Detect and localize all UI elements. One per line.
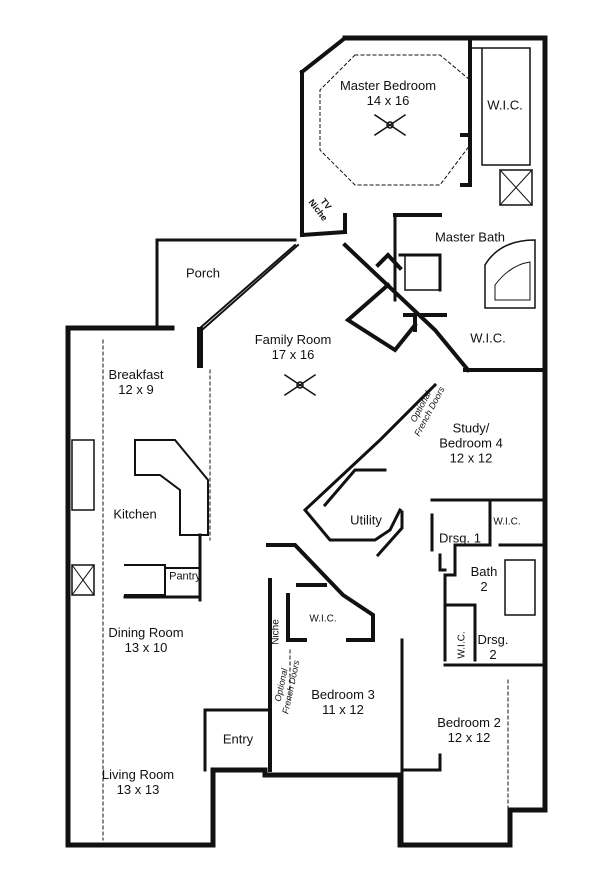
porch-walls — [155, 238, 300, 332]
wic-bed3-label: W.I.C. — [309, 613, 336, 626]
room-name: Entry — [222, 731, 254, 747]
room-name-line1: Study/ — [452, 420, 490, 436]
room-name: Porch — [186, 265, 220, 281]
study-label: Study/ Bedroom 4 12 x 12 — [439, 421, 503, 466]
master-bath-walls — [393, 47, 536, 309]
master-bedroom-walls — [299, 35, 472, 238]
wic-bath-label: W.I.C. — [470, 331, 505, 346]
ceiling-fan-family — [283, 373, 317, 397]
room-name: Breakfast — [108, 367, 164, 382]
ceiling-fan-master — [373, 113, 407, 137]
bedroom2-label: Bedroom 2 12 x 12 — [437, 715, 501, 745]
room-name: W.I.C. — [493, 516, 521, 528]
room-name: Drsg. — [477, 632, 509, 647]
breakfast-label: Breakfast 12 x 9 — [109, 367, 164, 397]
room-name: Bedroom 3 — [311, 687, 375, 702]
room-dims: 13 x 13 — [116, 782, 160, 797]
utility-walls — [302, 382, 438, 558]
room-dims: 2 — [489, 647, 497, 662]
room-name: W.I.C. — [487, 97, 523, 113]
room-name: Family Room — [254, 332, 332, 347]
kitchen-label: Kitchen — [113, 507, 156, 522]
room-name: W.I.C. — [470, 330, 506, 346]
bedroom2-walls — [400, 638, 442, 847]
room-name: Utility — [350, 512, 382, 528]
drsg2-label: Drsg. 2 — [477, 632, 508, 662]
bath2-walls — [430, 498, 547, 667]
room-name: Living Room — [101, 767, 175, 782]
room-dims: 14 x 16 — [366, 93, 410, 108]
room-name: Bath — [470, 564, 498, 579]
family-walls — [342, 242, 547, 373]
room-dims: 11 x 12 — [322, 702, 364, 717]
bath2-label: Bath 2 — [471, 564, 498, 594]
dining-room-label: Dining Room 13 x 10 — [108, 625, 183, 655]
room-dims: 2 — [480, 579, 488, 594]
family-room-label: Family Room 17 x 16 — [255, 332, 332, 362]
pantry-label: Pantry — [169, 571, 201, 584]
exterior-walls — [65, 35, 548, 848]
room-name: Pantry — [169, 570, 201, 583]
room-name: Kitchen — [113, 506, 157, 522]
drsg1-label: Drsg. 1 — [439, 531, 481, 546]
entry-label: Entry — [223, 732, 253, 747]
kitchen-walls — [71, 327, 209, 602]
porch-label: Porch — [186, 266, 220, 281]
room-name: Dining Room — [108, 625, 184, 640]
room-name-line2: Bedroom 4 — [439, 435, 503, 451]
room-dims: 12 x 12 — [449, 450, 493, 466]
room-name: Bedroom 2 — [437, 715, 501, 730]
room-dims: 17 x 16 — [271, 347, 315, 362]
wic-bed2-label: W.I.C. — [456, 631, 469, 658]
master-bath-label: Master Bath — [435, 230, 505, 245]
utility-label: Utility — [350, 513, 382, 528]
room-dims: 13 x 10 — [124, 640, 168, 655]
entry-walls — [203, 708, 272, 772]
room-name: Drsg. 1 — [439, 530, 481, 546]
room-dims: 12 x 9 — [118, 382, 154, 397]
room-name: Niche — [270, 619, 282, 645]
room-dims: 12 x 12 — [447, 730, 491, 745]
room-name: W.I.C. — [456, 631, 468, 659]
bedroom3-label: Bedroom 3 11 x 12 — [311, 687, 375, 717]
room-name: W.I.C. — [309, 613, 337, 625]
wic-drsg1-label: W.I.C. — [493, 516, 520, 529]
living-room-label: Living Room 13 x 13 — [102, 767, 174, 797]
ceiling-lines — [102, 54, 509, 841]
room-name: Master Bedroom — [339, 78, 437, 93]
room-name: Master Bath — [434, 229, 506, 245]
master-bedroom-label: Master Bedroom 14 x 16 — [340, 78, 436, 108]
niche-label: Niche — [270, 619, 283, 645]
bedroom3-walls — [266, 543, 375, 772]
wic-master-label: W.I.C. — [487, 98, 522, 113]
